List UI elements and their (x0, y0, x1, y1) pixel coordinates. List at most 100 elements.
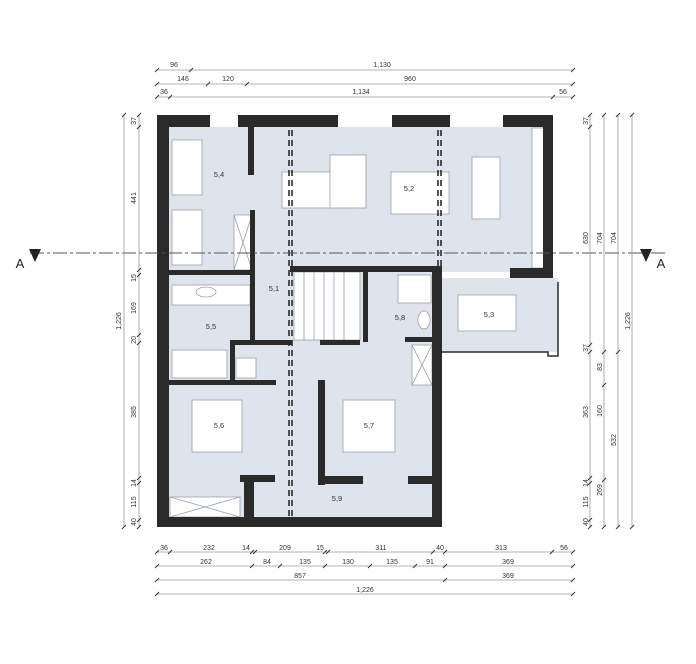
dimension-tick (322, 549, 328, 555)
bed-57 (342, 399, 396, 453)
dimension-label: 36 (160, 89, 168, 96)
section-marker-left (29, 249, 41, 262)
dimension-tick (570, 81, 576, 87)
dimension-label: 960 (404, 76, 416, 83)
dimension-label: 115 (583, 496, 590, 507)
dimension-tick (154, 549, 160, 555)
dimension-label: 40 (436, 545, 444, 552)
dimension-label: 14 (583, 479, 590, 487)
dimension-label: 857 (294, 573, 306, 580)
dimension-label: 135 (299, 559, 311, 566)
room-label-5-5: 5,5 (206, 322, 216, 331)
dimension-label: 209 (279, 545, 291, 552)
dimension-tick (570, 94, 576, 100)
shower-58 (397, 274, 432, 304)
dimension-tick (587, 517, 593, 523)
dimension-label: 83 (597, 363, 604, 371)
dimension-label: 56 (560, 545, 568, 552)
dimension-tick (601, 477, 607, 483)
terrace-table (457, 294, 517, 332)
dimension-tick (167, 549, 173, 555)
beam-lines (288, 130, 442, 518)
dimension-label: 40 (583, 518, 590, 526)
dimension-tick (442, 577, 448, 583)
dimension-tick (136, 272, 142, 278)
dimension-label: 369 (502, 573, 514, 580)
dimension-tick (587, 124, 593, 130)
walls (157, 115, 559, 527)
dimension-tick (188, 67, 194, 73)
dimension-label: 146 (177, 76, 189, 83)
dimension-tick (277, 563, 283, 569)
dimension-tick (587, 342, 593, 348)
dimension-label: 262 (200, 559, 212, 566)
dimension-label: 1,134 (352, 89, 370, 96)
dimension-label: 14 (131, 479, 138, 487)
dimension-tick (570, 563, 576, 569)
dimension-tick (136, 524, 142, 530)
dimension-tick (325, 549, 331, 555)
dimension-tick (570, 549, 576, 555)
section-line-a: A A (16, 249, 666, 271)
dimension-label: 232 (203, 545, 215, 552)
dimension-tick (136, 480, 142, 486)
dimension-tick (136, 517, 142, 523)
room-label-5-4: 5,4 (214, 170, 224, 179)
dimension-tick (615, 349, 621, 355)
dimension-tick (121, 112, 127, 118)
dimension-tick (570, 67, 576, 73)
dimension-label: 313 (495, 545, 507, 552)
dimension-label: 37 (583, 117, 590, 125)
section-label-right: A (657, 256, 666, 271)
room-labels: 5,1 5,2 5,3 5,4 5,5 5,6 5,7 5,8 5,9 (206, 170, 494, 503)
dimension-label: 20 (131, 336, 138, 344)
dimension-tick (442, 549, 448, 555)
dimension-tick (587, 480, 593, 486)
room-label-5-3: 5,3 (484, 310, 494, 319)
room-label-5-7: 5,7 (364, 421, 374, 430)
dimension-label: 36 (160, 545, 168, 552)
dimension-label: 385 (131, 406, 138, 418)
dimension-label: 40 (131, 518, 138, 526)
dimension-label: 14 (242, 545, 250, 552)
dimension-label: 532 (611, 434, 618, 446)
dining-table (390, 171, 450, 215)
dimension-tick (601, 382, 607, 388)
dimension-tick (601, 349, 607, 355)
dimension-tick (252, 549, 258, 555)
dimension-label: 115 (131, 496, 138, 507)
dimension-tick (136, 267, 142, 273)
dimension-tick (136, 475, 142, 481)
dimension-tick (154, 591, 160, 597)
dimension-tick (136, 332, 142, 338)
kitchen-island (471, 156, 501, 220)
dimension-label: 1,130 (373, 62, 391, 69)
dimension-tick (587, 349, 593, 355)
bed-56 (191, 399, 243, 453)
dimension-tick (570, 577, 576, 583)
dimension-tick (249, 549, 255, 555)
bed-54a (171, 139, 203, 196)
dimension-label: 15 (131, 274, 138, 282)
dimension-tick (121, 524, 127, 530)
dimension-tick (601, 112, 607, 118)
dimension-label: 369 (502, 559, 514, 566)
dimension-tick (615, 524, 621, 530)
dimension-label: 130 (342, 559, 354, 566)
kitchen-counter (531, 127, 545, 269)
section-label-left: A (16, 256, 25, 271)
room-label-5-2: 5,2 (404, 184, 414, 193)
dimension-tick (550, 94, 556, 100)
dimension-label: 169 (131, 302, 138, 314)
dimension-label: 15 (316, 545, 324, 552)
dimensions-bottom: 36 232 14 209 15 311 40 313 56 262 84 13… (157, 545, 573, 595)
dimension-label: 37 (131, 117, 138, 125)
dimension-tick (167, 94, 173, 100)
dimension-tick (136, 124, 142, 130)
dimension-label: 135 (386, 559, 398, 566)
dimension-tick (601, 524, 607, 530)
dimension-label: 441 (131, 192, 138, 204)
dimension-tick (629, 112, 635, 118)
room-label-5-8: 5,8 (395, 313, 405, 322)
